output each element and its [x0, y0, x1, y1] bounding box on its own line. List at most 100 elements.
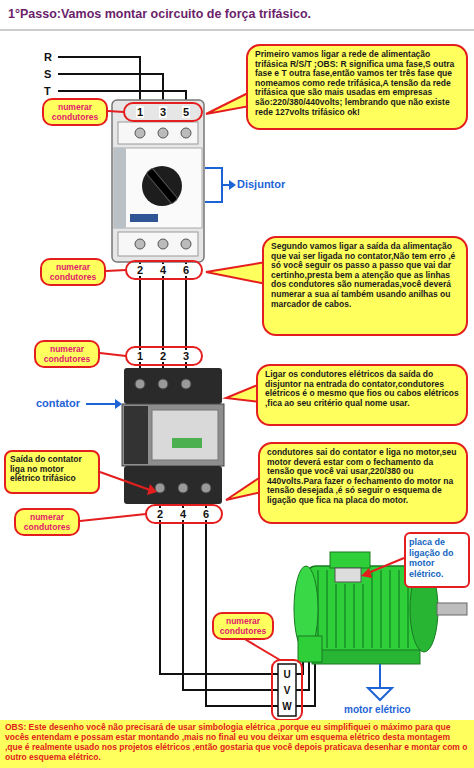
ground-lead	[379, 664, 381, 688]
conductor-number: 6	[182, 264, 190, 276]
contactor	[122, 368, 224, 504]
contactor-middle	[122, 404, 224, 466]
motor-fin	[344, 584, 346, 648]
circuit-breaker	[112, 100, 204, 262]
motor-fin	[335, 584, 337, 648]
callout-tag: numerar condutores	[14, 508, 80, 536]
leader-line	[108, 111, 124, 112]
speech-bubble: Segundo vamos ligar a saída da alimentaç…	[262, 236, 468, 336]
number-outline	[272, 660, 302, 720]
bubble-tail	[206, 262, 266, 284]
callout-tag-text: numerar condutores	[38, 344, 96, 364]
phase-label: S	[44, 68, 51, 80]
number-outline	[146, 505, 222, 523]
breaker-side	[114, 148, 126, 228]
arrow-head	[147, 484, 157, 495]
footer-note: OBS: Este desenho você não precisará de …	[0, 720, 474, 768]
motor-fin	[398, 570, 400, 648]
leader-line	[100, 472, 150, 490]
arrow-head	[115, 399, 122, 409]
motor-terminal-box	[298, 636, 322, 662]
motor-fin	[380, 570, 382, 648]
terminal-screw	[158, 239, 168, 249]
terminal-screw	[178, 483, 188, 493]
note-box-text: Saída do contator liga no motor elétrico…	[10, 455, 94, 484]
motor-fin	[371, 570, 373, 648]
bubble-tails	[206, 92, 266, 500]
blue-pointers	[86, 168, 230, 404]
breaker-body	[112, 100, 204, 262]
page-title: 1°Passo:Vamos montar ocircuito de força …	[8, 7, 311, 22]
contactor-block	[124, 406, 148, 464]
contactor-face	[152, 410, 218, 460]
speech-bubble: Ligar os condutores elétricos da saída d…	[256, 364, 468, 426]
note-box: Saída do contator liga no motor elétrico…	[4, 450, 100, 494]
conductor-number: 3	[159, 106, 167, 118]
phase-label: T	[44, 85, 51, 97]
title-rule	[0, 30, 474, 31]
footer-note-text: OBS: Este desenho você não precisará de …	[5, 722, 469, 762]
contactor-pointer	[86, 403, 116, 405]
motor-fin	[389, 570, 391, 648]
breaker-panel	[114, 148, 202, 228]
terminal-screw	[135, 379, 145, 389]
conductor-number: 6	[202, 508, 210, 520]
breaker-terminal-block	[118, 232, 198, 256]
conductor-number: 1	[136, 106, 144, 118]
terminal-screw	[158, 128, 168, 138]
component-label: Disjuntor	[237, 178, 285, 191]
terminal-screw	[181, 128, 191, 138]
conductor-number: 2	[136, 264, 144, 276]
motor-fin	[362, 584, 364, 648]
contactor-label-plate	[172, 438, 202, 448]
speech-bubble-text: Ligar os condutores elétricos da saída d…	[265, 370, 459, 408]
callout-tag: numerar condutores	[34, 340, 100, 368]
leader-line	[243, 638, 280, 660]
terminal-strip	[278, 664, 296, 716]
breaker-bracket	[205, 168, 230, 202]
ground-symbol	[368, 664, 392, 700]
contactor-top	[124, 368, 222, 404]
callout-tag: numerar condutores	[40, 258, 106, 286]
conductor-number: 3	[182, 350, 190, 362]
terminal-screw	[201, 483, 211, 493]
motor-terminal-cover	[330, 552, 370, 568]
arrow-head	[361, 568, 372, 578]
conductor-number: 2	[156, 508, 164, 520]
leader-line	[368, 558, 404, 573]
terminal-screw	[135, 128, 145, 138]
motor-fins	[318, 570, 408, 648]
plate-callout-text: placa de ligação do motor elétrico.	[409, 537, 465, 579]
terminal-screw	[181, 239, 191, 249]
terminal-label: U	[283, 669, 290, 680]
phase-label: R	[44, 51, 52, 63]
bubble-tail	[206, 92, 250, 114]
speech-bubble: condutores sai do contator e liga no mot…	[258, 442, 468, 524]
bubble-tail	[226, 384, 260, 402]
conductor-number: 4	[179, 508, 187, 520]
number-outline	[126, 261, 202, 279]
callout-tag: numerar condutores	[212, 612, 274, 640]
motor-feet	[312, 650, 420, 664]
breaker-tag	[130, 214, 158, 222]
terminal-screw	[158, 379, 168, 389]
motor-nameplate	[335, 568, 361, 582]
conductor-number: 5	[182, 106, 190, 118]
conductor-number: 1	[136, 350, 144, 362]
bubble-tail	[226, 476, 262, 500]
ground-triangle	[368, 688, 392, 700]
speech-bubble-text: Segundo vamos ligar a saída da alimentaç…	[271, 242, 459, 309]
breaker-terminal-block	[118, 122, 198, 144]
number-outline	[126, 347, 202, 365]
motor-wire	[296, 660, 315, 706]
component-label: contator	[36, 397, 80, 410]
arrow-head	[229, 180, 236, 190]
motor-shaft	[437, 603, 467, 615]
terminal-label: W	[282, 701, 291, 712]
leader-line	[100, 353, 126, 356]
component-label: motor elétrico	[344, 704, 411, 716]
terminal-label: V	[284, 685, 291, 696]
breaker-handle	[146, 168, 178, 204]
conductor-number: 2	[159, 350, 167, 362]
